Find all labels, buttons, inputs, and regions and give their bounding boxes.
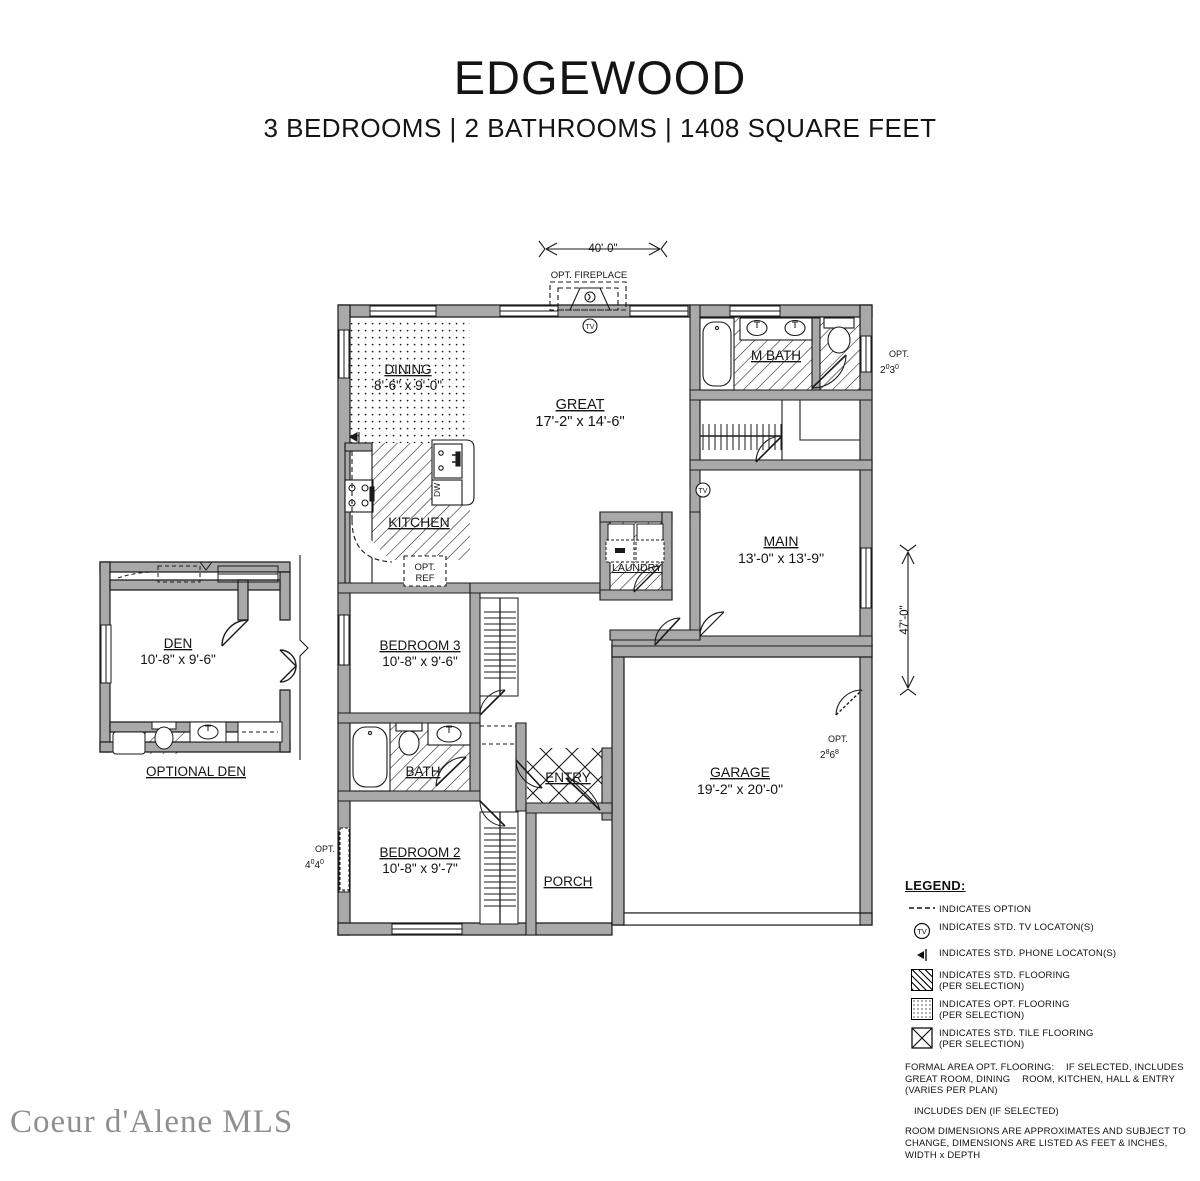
page-title: EDGEWOOD bbox=[453, 51, 747, 104]
opt-door-garage-label: OPT. bbox=[828, 734, 848, 744]
opt-fireplace bbox=[549, 281, 627, 311]
room-label-den: DEN bbox=[164, 636, 193, 651]
room-label-kitchen: KITCHEN bbox=[388, 514, 449, 530]
svg-text:TV: TV bbox=[586, 324, 595, 331]
annotation-labels: 40'-0" 47'-0" OPT. FIREPLACE OPT. REF OP… bbox=[305, 243, 911, 871]
legend-title: LEGEND: bbox=[905, 878, 966, 893]
legend-item-tile-flooring: INDICATES STD. TILE FLOORING (PER SELECT… bbox=[905, 1027, 1195, 1050]
garage-doors bbox=[623, 617, 863, 926]
interior-walls bbox=[337, 304, 873, 936]
legend-item-tv: TV INDICATES STD. TV LOCATON(S) bbox=[905, 921, 1195, 941]
legend-panel: LEGEND: INDICATES OPTION TV INDICATES ST… bbox=[905, 878, 1195, 1170]
cross-swatch-icon bbox=[905, 1027, 939, 1049]
legend-note-dim-body1: SUBJECT TO CHANGE, DIMENSIONS ARE LISTED… bbox=[905, 1126, 1186, 1149]
room-label-main: MAIN bbox=[764, 533, 799, 549]
legend-item-option: INDICATES OPTION bbox=[905, 903, 1195, 915]
opt-fireplace-label: OPT. FIREPLACE bbox=[551, 270, 628, 281]
page-subtitle: 3 BEDROOMS | 2 BATHROOMS | 1408 SQUARE F… bbox=[263, 113, 937, 143]
opt-door-mbath-code: 2030 bbox=[880, 364, 899, 376]
room-size-bedroom2: 10'-8" x 9'-7" bbox=[382, 861, 458, 876]
bath-fixtures bbox=[349, 722, 471, 792]
room-size-great: 17'-2" x 14'-6" bbox=[535, 414, 624, 430]
opt-door-garage-code: 2868 bbox=[820, 749, 839, 761]
legend-text-std-flooring: INDICATES STD. FLOORING bbox=[939, 970, 1071, 981]
mls-watermark: Coeur d'Alene MLS bbox=[10, 1104, 294, 1140]
room-label-bath: BATH bbox=[405, 764, 440, 779]
room-label-entry: ENTRY bbox=[545, 770, 591, 785]
legend-text-tv: INDICATES STD. TV LOCATON(S) bbox=[939, 922, 1094, 933]
legend-text-opt-flooring: INDICATES OPT. FLOORING bbox=[939, 999, 1070, 1010]
dimension-depth bbox=[899, 544, 917, 696]
legend-text-phone: INDICATES STD. PHONE LOCATON(S) bbox=[939, 948, 1117, 959]
room-label-great: GREAT bbox=[556, 397, 605, 413]
legend-text-tile-flooring: INDICATES STD. TILE FLOORING bbox=[939, 1028, 1094, 1039]
opt-window-bed2 bbox=[339, 827, 350, 891]
svg-text:TV: TV bbox=[699, 488, 708, 495]
room-label-bedroom3: BEDROOM 3 bbox=[379, 638, 460, 653]
legend-text-tile-flooring-sub: (PER SELECTION) bbox=[939, 1039, 1025, 1050]
room-size-den: 10'-8" x 9'-6" bbox=[140, 652, 216, 667]
legend-note-formal-area: FORMAL AREA OPT. FLOORING: IF SELECTED, … bbox=[905, 1062, 1195, 1097]
legend-item-std-flooring: INDICATES STD. FLOORING (PER SELECTION) bbox=[905, 969, 1195, 992]
legend-item-phone: INDICATES STD. PHONE LOCATON(S) bbox=[905, 947, 1195, 963]
room-label-mbath: M BATH bbox=[751, 348, 801, 363]
phone-jack-kitchen bbox=[348, 432, 360, 442]
kitchen-fixtures: DW bbox=[344, 439, 475, 587]
room-label-laundry: LAUNDRY bbox=[612, 562, 662, 574]
tv-marker-great: TV bbox=[582, 318, 598, 334]
laundry-fixtures bbox=[605, 523, 665, 593]
optional-den-caption: OPTIONAL DEN bbox=[146, 764, 246, 779]
misc-door-swings bbox=[699, 611, 725, 637]
room-label-garage: GARAGE bbox=[710, 764, 770, 780]
room-size-main: 13'-0" x 13'-9" bbox=[738, 550, 824, 566]
tv-icon: TV bbox=[905, 921, 939, 941]
legend-note-formal-body1: IF SELECTED, INCLUDES GREAT ROOM, DINING bbox=[905, 1062, 1184, 1085]
opt-ref-label-2: REF bbox=[416, 573, 435, 584]
room-labels: DINING 8'-6" x 9'-0" GREAT 17'-2" x 14'-… bbox=[140, 348, 824, 889]
bedroom-closets bbox=[479, 597, 601, 925]
legend-note-den: INCLUDES DEN (IF SELECTED) bbox=[905, 1106, 1195, 1118]
room-size-bedroom3: 10'-8" x 9'-6" bbox=[382, 654, 458, 669]
opt-window-bed2-code: 4040 bbox=[305, 859, 324, 871]
dimension-width-label: 40'-0" bbox=[588, 243, 617, 255]
legend-note-den-body: INCLUDES DEN (IF SELECTED) bbox=[914, 1105, 1059, 1117]
opt-window-bed2-label: OPT. bbox=[315, 844, 335, 854]
dotted-swatch-icon bbox=[905, 998, 939, 1020]
room-label-porch: PORCH bbox=[544, 874, 593, 889]
mbath-fixtures bbox=[699, 317, 860, 463]
legend-note-formal-lead: FORMAL AREA OPT. FLOORING: bbox=[905, 1062, 1055, 1073]
legend-text-std-flooring-sub: (PER SELECTION) bbox=[939, 981, 1025, 992]
legend-note-formal-body2: ROOM, KITCHEN, HALL & ENTRY (VARIES PER … bbox=[905, 1073, 1175, 1097]
room-label-bedroom2: BEDROOM 2 bbox=[379, 845, 460, 860]
opt-ref-label-1: OPT. bbox=[414, 562, 435, 573]
svg-text:DW: DW bbox=[432, 483, 442, 497]
tv-marker-main: TV bbox=[695, 482, 711, 498]
phone-jack-icon bbox=[905, 947, 939, 963]
room-size-dining: 8'-6" x 9'-0" bbox=[374, 378, 442, 393]
legend-notes: FORMAL AREA OPT. FLOORING: IF SELECTED, … bbox=[905, 1062, 1195, 1161]
legend-note-dim-lead: ROOM DIMENSIONS ARE APPROXIMATES AND bbox=[905, 1126, 1123, 1138]
opt-door-mbath-label: OPT. bbox=[889, 349, 909, 359]
legend-text-opt-flooring-sub: (PER SELECTION) bbox=[939, 1010, 1025, 1021]
legend-item-opt-flooring: INDICATES OPT. FLOORING (PER SELECTION) bbox=[905, 998, 1195, 1021]
legend-note-dimensions: ROOM DIMENSIONS ARE APPROXIMATES AND SUB… bbox=[905, 1126, 1195, 1161]
dimension-depth-label: 47'-0" bbox=[899, 605, 911, 634]
room-size-garage: 19'-2" x 20'-0" bbox=[697, 781, 783, 797]
optional-den-plan bbox=[99, 555, 309, 760]
hatch-swatch-icon bbox=[905, 969, 939, 991]
svg-text:TV: TV bbox=[917, 927, 927, 936]
dashed-line-icon bbox=[905, 903, 939, 913]
legend-note-dim-body2: FEET & INCHES, WIDTH x DEPTH bbox=[905, 1137, 1168, 1161]
legend-text-option: INDICATES OPTION bbox=[939, 904, 1032, 915]
dimension-width bbox=[538, 240, 668, 258]
room-label-dining: DINING bbox=[384, 362, 431, 377]
